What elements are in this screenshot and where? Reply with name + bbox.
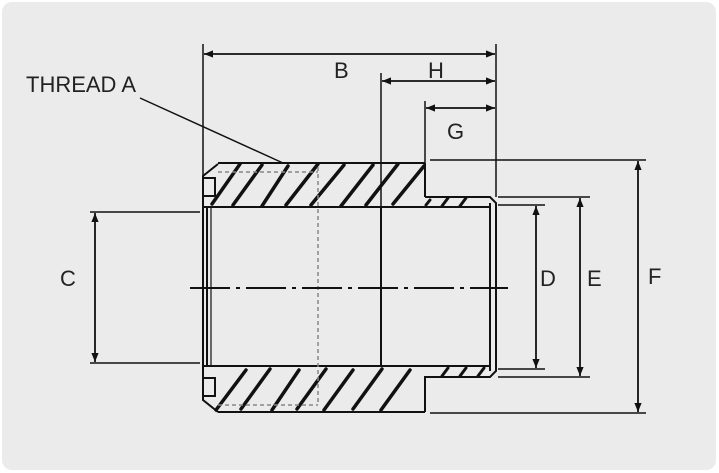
thread-a-leader <box>139 97 284 164</box>
dim-label-D: D <box>540 266 556 291</box>
dim-label-B: B <box>334 58 349 83</box>
thread-a-label: THREAD A <box>26 72 136 97</box>
dim-label-C: C <box>60 266 76 291</box>
dim-label-G: G <box>447 119 464 144</box>
hidden-lines <box>218 167 319 406</box>
dim-label-F: F <box>648 264 661 289</box>
dim-label-E: E <box>587 266 602 291</box>
dim-label-H: H <box>428 58 444 83</box>
extension-lines <box>90 44 646 414</box>
dimension-lines <box>91 50 642 412</box>
